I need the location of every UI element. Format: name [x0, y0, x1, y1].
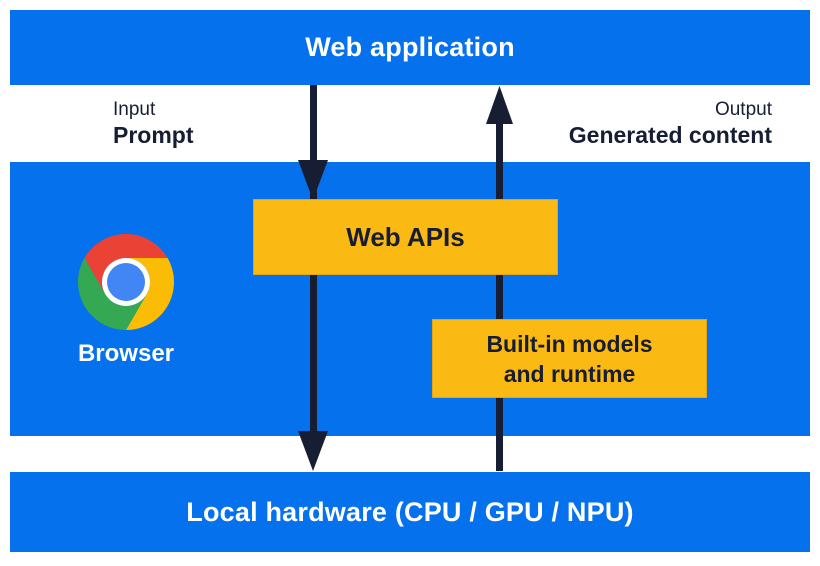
chrome-logo-icon — [78, 234, 174, 330]
input-label-group: Input Prompt — [113, 98, 194, 149]
input-value: Prompt — [113, 122, 194, 148]
up-arrow-head-icon — [486, 86, 513, 124]
web-apis-box: Web APIs — [253, 199, 558, 275]
output-title: Output — [714, 99, 772, 120]
down-arrow-head-icon — [298, 431, 328, 471]
builtin-models-label-line2: and runtime — [503, 360, 636, 387]
local-hardware-bar: Local hardware (CPU / GPU / NPU) — [10, 472, 810, 552]
web-application-label: Web application — [305, 32, 515, 62]
web-apis-label: Web APIs — [346, 221, 465, 252]
web-application-bar: Web application — [10, 10, 810, 85]
builtin-models-box: Built-in models and runtime — [432, 319, 707, 398]
builtin-models-label-line1: Built-in models — [486, 330, 653, 357]
browser-label: Browser — [77, 340, 175, 367]
up-arrow-shaft — [496, 120, 503, 471]
output-value: Generated content — [568, 122, 772, 148]
output-label-group: Output Generated content — [569, 98, 772, 149]
local-hardware-label: Local hardware (CPU / GPU / NPU) — [186, 496, 634, 527]
input-title: Input — [113, 99, 156, 120]
